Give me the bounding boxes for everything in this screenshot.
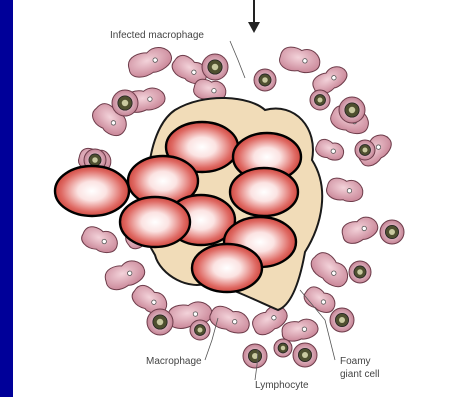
lymphocyte-cell <box>274 339 292 357</box>
macrophage-cell <box>125 44 175 81</box>
macrophage-cell <box>79 224 120 257</box>
label-foamy-line2: giant cell <box>340 369 379 380</box>
lymphocyte-cell <box>310 90 330 110</box>
lymphocyte-cell <box>293 343 317 367</box>
label-infected-macrophage: Infected macrophage <box>110 30 204 41</box>
label-foamy-line1: Foamy <box>340 356 371 367</box>
lymphocyte-cell <box>339 97 365 123</box>
label-macrophage: Macrophage <box>146 356 202 367</box>
macrophage-cell <box>280 317 319 343</box>
lymphocyte-cell <box>243 344 267 368</box>
bacillus-oval <box>192 244 262 292</box>
bacillus-oval <box>120 197 190 247</box>
lymphocyte-cell <box>349 261 371 283</box>
lymphocyte-cell <box>380 220 404 244</box>
lymphocyte-cell <box>190 320 210 340</box>
lymphocyte-cell <box>112 90 138 116</box>
macrophage-cell <box>339 214 380 247</box>
macrophage-cell <box>314 137 347 163</box>
bacillus-oval <box>55 166 129 216</box>
lymphocyte-cell <box>355 140 375 160</box>
lymphocyte-cell <box>202 54 228 80</box>
macrophage-cell <box>307 248 353 292</box>
lymphocyte-cell <box>147 309 173 335</box>
bacillus-oval <box>230 168 298 216</box>
macrophage-cell <box>278 45 322 75</box>
lymphocyte-cell <box>330 308 354 332</box>
down-arrow-icon <box>248 0 260 33</box>
lymphocyte-cell <box>254 69 276 91</box>
label-lymphocyte: Lymphocyte <box>255 380 309 391</box>
macrophage-cell <box>325 176 364 204</box>
